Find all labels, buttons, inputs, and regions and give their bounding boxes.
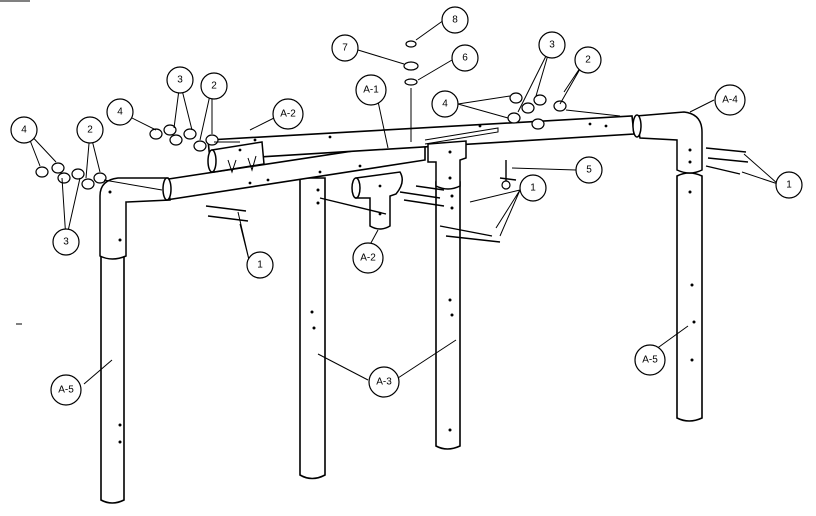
leg-right-a5 [676,172,703,422]
svg-text:3: 3 [63,237,69,248]
bolts-part-1 [205,147,749,243]
svg-text:A-5: A-5 [642,355,658,366]
svg-text:1: 1 [530,183,536,194]
svg-text:A-1: A-1 [363,85,379,96]
callout-4-upper: 4 [106,98,134,126]
callout-3-right: 3 [538,31,566,59]
svg-text:A-5: A-5 [58,385,74,396]
leg-inner-a3 [435,181,461,450]
svg-text:2: 2 [211,81,217,92]
callout-2-upper: 2 [200,72,228,100]
callout-3-upper: 3 [166,66,194,94]
svg-text:A-3: A-3 [376,377,392,388]
svg-text:1: 1 [257,260,263,271]
callout-a4: A-4 [714,84,746,116]
elbow-right-a4 [632,111,703,174]
callout-2-left: 2 [76,116,104,144]
scan-marks [0,0,30,325]
svg-text:6: 6 [462,53,468,64]
elbow-left [99,177,172,260]
hardware-cluster-right [507,92,621,130]
callout-a5-left: A-5 [50,374,82,406]
callout-8: 8 [441,6,469,34]
callout-4-left: 4 [10,116,38,144]
callout-6: 6 [451,44,479,72]
svg-text:7: 7 [342,43,348,54]
svg-text:A-2: A-2 [360,253,376,264]
svg-text:A-4: A-4 [722,95,738,106]
tee-center [427,140,467,190]
callout-a2-upper: A-2 [272,98,304,130]
leg-mid-a3 [299,177,326,480]
svg-text:A-2: A-2 [280,109,296,120]
hardware-stack-6-7-8 [403,40,419,142]
callout-5: 5 [575,156,603,184]
svg-text:3: 3 [177,75,183,86]
hardware-cluster-upper [149,124,240,152]
connector-a2-upper [207,141,265,174]
callout-2-right: 2 [574,46,602,74]
svg-text:8: 8 [452,15,458,26]
svg-text:3: 3 [549,40,555,51]
eye-bolt-5 [501,160,511,190]
svg-text:5: 5 [586,165,592,176]
svg-text:4: 4 [442,99,448,110]
svg-text:2: 2 [87,125,93,136]
leg-left-a5 [100,231,125,504]
callout-a5-right: A-5 [634,344,666,376]
svg-text:1: 1 [786,180,792,191]
svg-text:4: 4 [21,125,27,136]
callout-4-right: 4 [431,90,459,118]
callout-a3: A-3 [368,366,400,398]
callout-1-left: 1 [246,251,274,279]
callout-1-right: 1 [775,171,803,199]
connector-a2-lower [351,171,403,230]
callout-a1: A-1 [355,74,387,106]
callout-a2-lower: A-2 [352,242,384,274]
svg-text:2: 2 [585,55,591,66]
hardware-cluster-left [35,162,163,191]
callout-1-center: 1 [519,174,547,202]
callout-7: 7 [331,34,359,62]
callout-3-left: 3 [52,228,80,256]
svg-text:4: 4 [117,107,123,118]
